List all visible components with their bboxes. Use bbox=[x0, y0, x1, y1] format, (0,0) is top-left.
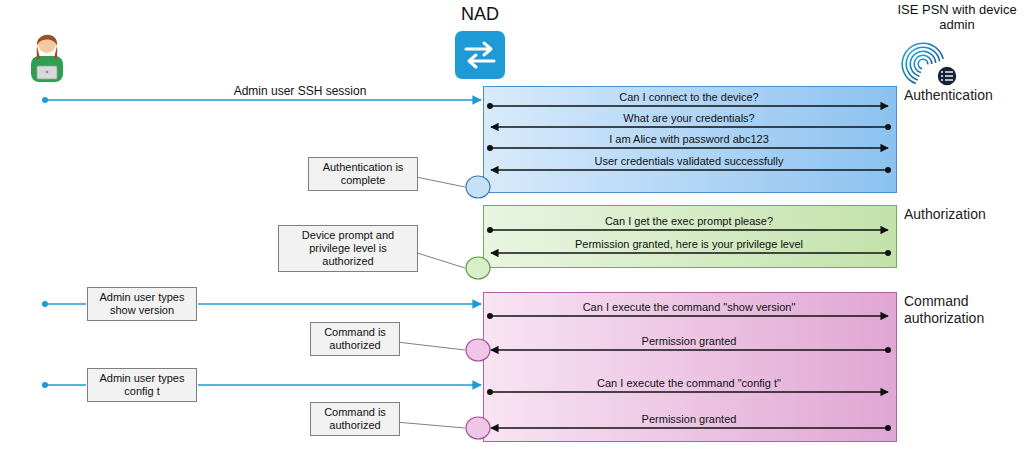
network-device: NAD bbox=[440, 4, 520, 80]
message-label: Permission granted bbox=[642, 335, 737, 348]
callout-text: Admin user types config t bbox=[92, 372, 192, 398]
callout-text: Device prompt and privilege level is aut… bbox=[283, 229, 413, 268]
message-dot bbox=[885, 250, 891, 256]
line-dot bbox=[42, 97, 48, 103]
user-action-line bbox=[45, 99, 481, 101]
admin-user-icon bbox=[31, 35, 63, 82]
message-arrow bbox=[491, 427, 888, 428]
message-dot bbox=[487, 103, 493, 109]
user-action-line bbox=[198, 303, 481, 305]
message-dot bbox=[885, 167, 891, 173]
message-label: Can I connect to the device? bbox=[619, 91, 758, 104]
message-label: Can I execute the command "show version" bbox=[583, 301, 796, 314]
callout-box: Authentication is complete bbox=[308, 157, 418, 191]
callout-text: Command is authorized bbox=[315, 406, 395, 432]
message-arrow bbox=[491, 349, 888, 350]
message-dot bbox=[885, 124, 891, 130]
message-arrow bbox=[490, 229, 888, 230]
callout-box: Device prompt and privilege level is aut… bbox=[278, 225, 418, 272]
line-dot bbox=[42, 382, 48, 388]
message-arrow bbox=[490, 105, 888, 106]
leader-line bbox=[418, 177, 465, 187]
callout-box: Command is authorized bbox=[310, 402, 400, 436]
leader-line bbox=[400, 422, 465, 428]
message-label: What are your credentials? bbox=[623, 112, 754, 125]
line-dot bbox=[42, 301, 48, 307]
device-label: NAD bbox=[440, 4, 520, 24]
status-marker bbox=[466, 339, 490, 361]
ise-server: ISE PSN with device admin bbox=[893, 2, 1021, 92]
message-arrow bbox=[491, 252, 888, 253]
phase-band: Authorization bbox=[483, 205, 897, 268]
message-label: Can I execute the command "config t" bbox=[597, 377, 781, 390]
message-dot bbox=[487, 227, 493, 233]
message-label: Can I get the exec prompt please? bbox=[605, 215, 773, 228]
phase-label: Authorization bbox=[904, 206, 1016, 223]
leader-line bbox=[400, 342, 465, 350]
callout-box: Command is authorized bbox=[310, 322, 400, 356]
message-arrow bbox=[490, 147, 888, 148]
status-marker bbox=[466, 257, 490, 279]
user-action-line bbox=[45, 303, 86, 305]
message-label: User credentials validated successfully bbox=[595, 155, 784, 168]
message-arrow bbox=[490, 315, 888, 316]
callout-text: Command is authorized bbox=[315, 326, 395, 352]
message-dot bbox=[487, 389, 493, 395]
message-arrow bbox=[491, 169, 888, 170]
leader-line bbox=[418, 253, 465, 268]
switch-icon bbox=[454, 30, 506, 80]
user-action-line bbox=[198, 384, 481, 386]
message-dot bbox=[487, 313, 493, 319]
callout-text: Authentication is complete bbox=[313, 161, 413, 187]
action-box: Admin user types config t bbox=[87, 368, 197, 402]
status-marker bbox=[466, 417, 490, 439]
session-label: Admin user SSH session bbox=[234, 85, 367, 98]
message-dot bbox=[487, 145, 493, 151]
message-label: Permission granted, here is your privile… bbox=[575, 238, 803, 251]
message-label: I am Alice with password abc123 bbox=[609, 133, 769, 146]
status-marker bbox=[466, 176, 490, 198]
device-label: ISE PSN with device admin bbox=[893, 2, 1021, 32]
fingerprint-icon bbox=[895, 36, 965, 92]
callout-text: Admin user types show version bbox=[92, 291, 192, 317]
phase-label: Authentication bbox=[904, 87, 1016, 104]
message-arrow bbox=[490, 391, 888, 392]
message-dot bbox=[885, 425, 891, 431]
message-label: Permission granted bbox=[642, 413, 737, 426]
message-arrow bbox=[491, 126, 888, 127]
action-box: Admin user types show version bbox=[87, 287, 197, 321]
phase-label: Command authorization bbox=[904, 293, 1016, 327]
user-action-line bbox=[45, 384, 86, 386]
message-dot bbox=[885, 347, 891, 353]
